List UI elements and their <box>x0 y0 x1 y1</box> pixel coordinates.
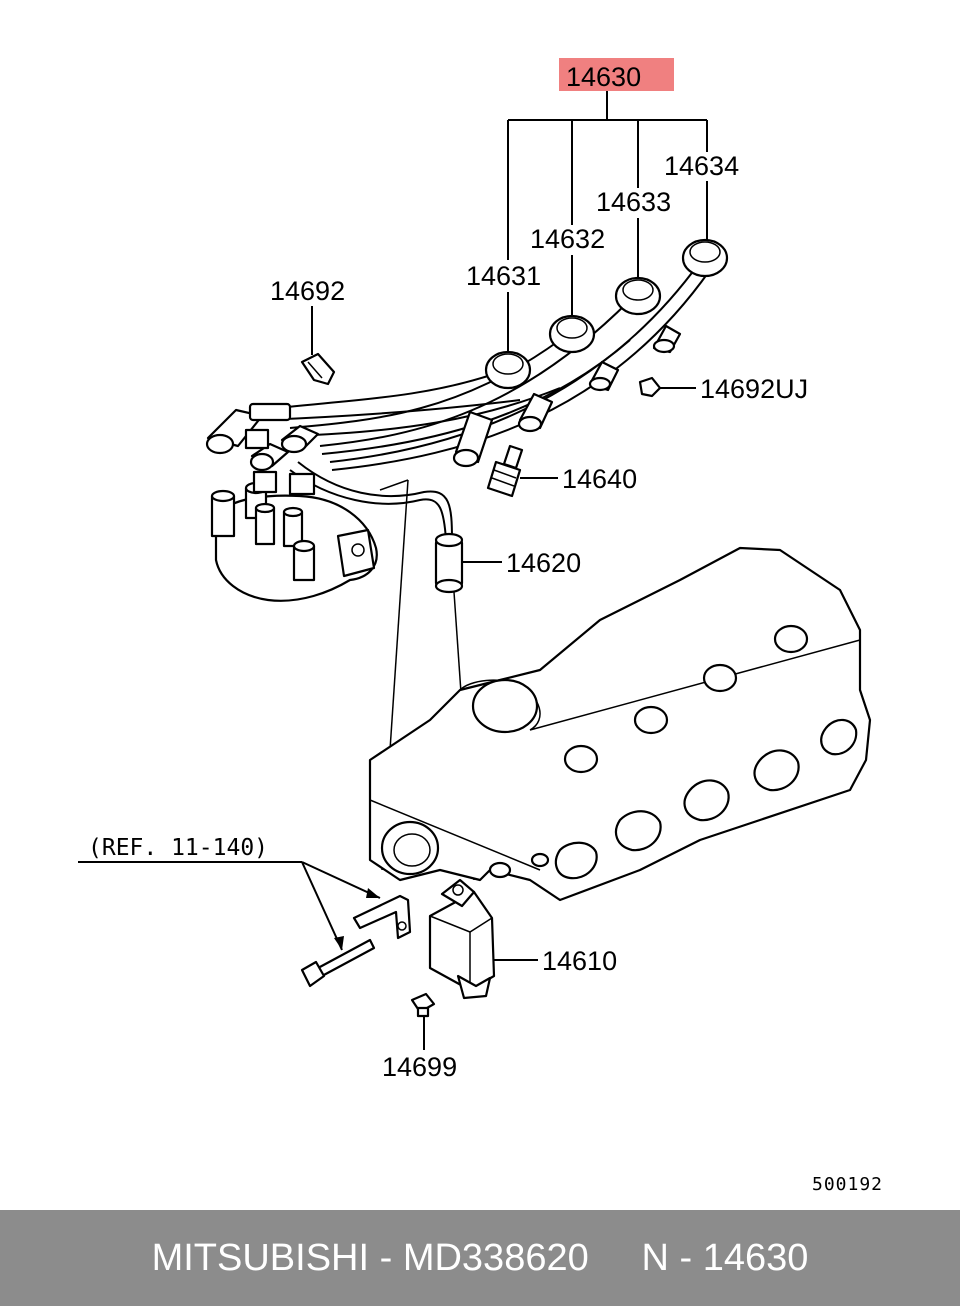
label-14631[interactable]: 14631 <box>466 261 541 291</box>
plug-cap-14632 <box>548 314 596 354</box>
label-14692[interactable]: 14692 <box>270 276 345 306</box>
engine-head <box>368 546 872 902</box>
bolt-14699 <box>410 992 436 1018</box>
label-14640[interactable]: 14640 <box>562 464 637 494</box>
long-bolt <box>300 938 376 988</box>
footer-text: MITSUBISHI - MD338620 N - 14630 <box>151 1236 809 1279</box>
coil-cable-14620 <box>434 532 464 594</box>
clip-14692 <box>300 352 336 386</box>
leader-ref <box>78 861 381 951</box>
clip-14692uj <box>638 376 662 398</box>
distributor-boots <box>205 402 320 496</box>
label-14632[interactable]: 14632 <box>530 224 605 254</box>
highlight-box <box>559 58 674 91</box>
label-14633[interactable]: 14633 <box>596 187 671 217</box>
parts-diagram: 14630 14634 14633 14632 14631 14692 1469… <box>78 58 883 1195</box>
label-14610[interactable]: 14610 <box>542 946 617 976</box>
label-14634[interactable]: 14634 <box>664 151 739 181</box>
leaders-cables <box>507 181 708 352</box>
coil-bracket <box>352 894 412 940</box>
leader-bracket-14630 <box>507 91 708 260</box>
label-14630[interactable]: 14630 <box>566 62 641 92</box>
plug-cap-14633 <box>614 276 662 316</box>
drawing-code: 500192 <box>812 1174 883 1195</box>
plug-cap-14631 <box>484 350 532 390</box>
label-ref[interactable]: (REF. 11-140) <box>88 835 268 861</box>
ignition-coil-14610 <box>428 878 496 1000</box>
spark-plug-14640 <box>486 444 524 498</box>
label-14692uj[interactable]: 14692UJ <box>700 374 808 404</box>
footer-bar: MITSUBISHI - MD338620 N - 14630 <box>0 1210 960 1306</box>
plug-boots <box>452 324 682 468</box>
distributor-cap <box>210 481 378 602</box>
label-14620[interactable]: 14620 <box>506 548 581 578</box>
label-14699[interactable]: 14699 <box>382 1052 457 1082</box>
plug-cap-14634 <box>681 238 729 278</box>
